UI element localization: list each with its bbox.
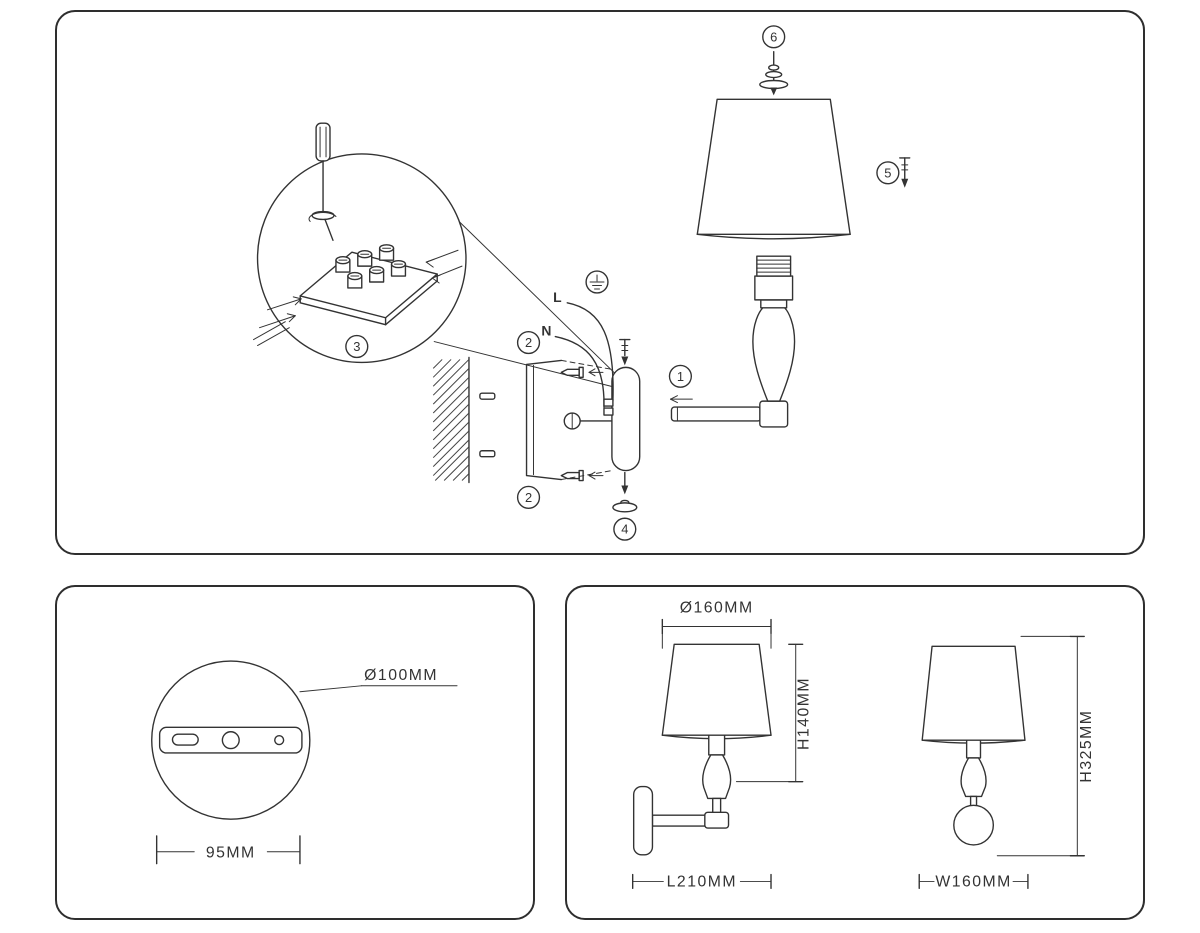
callout-6-badge: 6 <box>762 25 786 49</box>
diameter-leader <box>299 685 458 693</box>
screw-icon <box>560 366 604 378</box>
callout-line <box>457 219 616 374</box>
front-vase <box>701 754 732 800</box>
lamp-socket <box>754 275 794 301</box>
wall-section <box>432 356 470 484</box>
neck-ring <box>760 299 788 309</box>
wire-clamp <box>603 398 614 407</box>
ground-icon <box>585 270 609 294</box>
lamp-arm <box>670 406 762 422</box>
front-arm <box>651 814 706 827</box>
side-lamp-shade <box>921 645 1026 744</box>
step-3-label: 3 <box>353 339 360 354</box>
glass-vase <box>752 307 796 402</box>
assembly-diagram: 3 <box>253 25 911 541</box>
step-2-label: 2 <box>525 490 532 505</box>
lamp-body <box>752 255 796 428</box>
callout-1-badge: 1 <box>668 364 693 388</box>
set-screw-icon <box>899 157 911 188</box>
arm-junction <box>759 400 789 428</box>
plate-detail-panel: Ø100MM 95MM <box>55 585 535 920</box>
wire-arrows <box>253 249 463 347</box>
slot-hole <box>171 733 199 746</box>
step-2-label: 2 <box>525 335 532 350</box>
side-sphere <box>953 804 995 846</box>
shade-height-dimension: H140MM <box>735 643 813 783</box>
finial-icon <box>759 51 789 96</box>
front-view: Ø160MM H140MM <box>631 600 813 890</box>
front-elbow <box>704 811 730 829</box>
switch-knob <box>563 412 613 430</box>
front-lamp-shade <box>661 643 772 740</box>
lamp-shade <box>696 98 851 240</box>
dimension-panel: Ø160MM H140MM <box>565 585 1145 920</box>
screwdriver-icon <box>308 122 337 242</box>
callout-3-badge: 3 <box>345 334 369 359</box>
side-socket <box>965 739 982 759</box>
callout-2-bottom-badge: 2 <box>516 485 541 510</box>
total-height-dimension: H325MM <box>996 635 1095 857</box>
canopy-plate <box>611 366 641 472</box>
step-4-label: 4 <box>621 522 628 537</box>
assembly-diagram-panel: 3 <box>55 10 1145 555</box>
supply-wires <box>554 302 614 416</box>
step-5-label: 5 <box>884 165 891 180</box>
width-label: W160MM <box>935 873 1011 890</box>
socket-threads <box>756 255 792 277</box>
shade-diameter-label: Ø160MM <box>680 600 754 617</box>
step-1-label: 1 <box>677 369 684 384</box>
projection-dimension: L210MM <box>631 873 772 890</box>
callout-5-badge: 5 <box>876 161 900 185</box>
side-vase <box>960 757 987 798</box>
terminal-block <box>299 244 438 326</box>
screw-icon <box>560 469 604 482</box>
callout-2-top-badge: 2 <box>516 330 541 355</box>
plate-detail-drawing: Ø100MM 95MM <box>151 660 458 865</box>
terminal-cylinders <box>335 244 407 289</box>
callout-line <box>433 341 616 388</box>
side-hole <box>274 735 285 746</box>
wall-plug-icon <box>479 450 496 458</box>
wall-plug-icon <box>479 392 496 400</box>
step-6-label: 6 <box>770 29 777 44</box>
dimension-drawing: Ø160MM H140MM <box>631 600 1095 890</box>
front-wall-plate <box>632 785 654 856</box>
washer-icon <box>612 471 638 513</box>
shade-height-label: H140MM <box>796 677 813 750</box>
front-socket <box>708 734 726 756</box>
spacing-label: 95MM <box>206 845 256 862</box>
shade-diameter-dimension <box>661 618 772 649</box>
center-hole <box>221 731 240 750</box>
hole-spacing-dimension: 95MM <box>155 835 301 865</box>
side-view: H325MM W160MM <box>918 635 1095 890</box>
callout-4-badge: 4 <box>613 517 637 541</box>
canopy-screw-icon <box>619 338 631 366</box>
plate-bar <box>158 726 303 754</box>
total-height-label: H325MM <box>1078 710 1095 783</box>
arrow-left-icon <box>669 395 693 404</box>
wire-clamp <box>603 407 614 416</box>
wire-neutral-label: N <box>541 323 551 339</box>
diameter-label: Ø100MM <box>364 667 438 684</box>
wire-live-label: L <box>553 289 562 305</box>
width-dimension: W160MM <box>918 873 1029 890</box>
projection-label: L210MM <box>667 873 737 890</box>
